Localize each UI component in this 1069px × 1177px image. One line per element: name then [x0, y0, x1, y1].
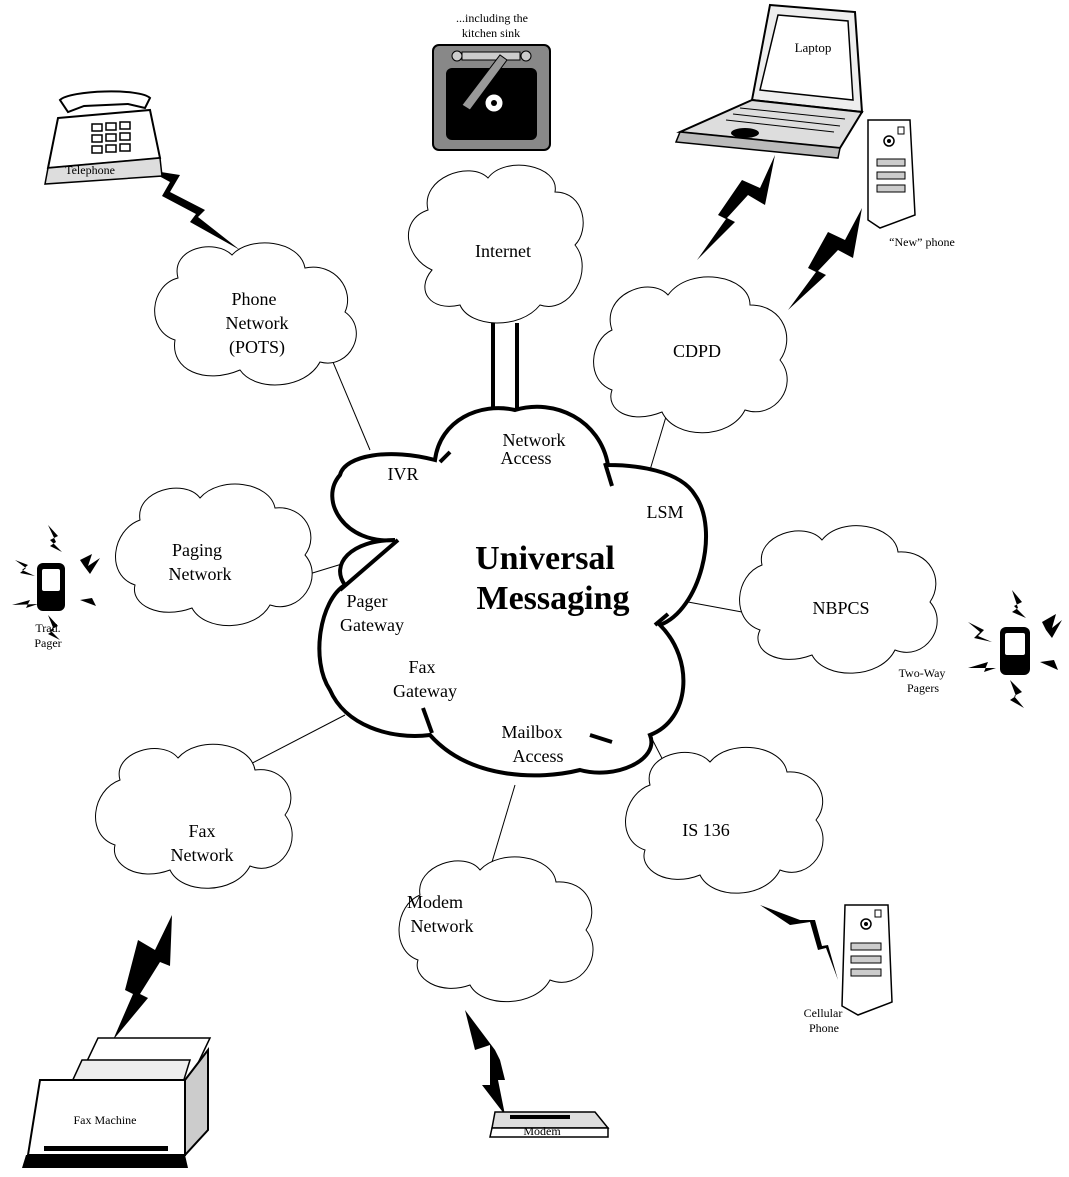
trad-pager-label-2: Pager [34, 636, 61, 650]
cellular-label-1: Cellular [804, 1006, 843, 1020]
fax-machine-label: Fax Machine [74, 1113, 137, 1127]
bolt-new-phone [788, 208, 862, 310]
internet-cloud [408, 164, 584, 324]
trad-pager-label-1: Trad. [35, 621, 60, 635]
ivr-label: IVR [388, 464, 419, 484]
link-modem-network [491, 784, 516, 863]
cellular-phone-icon [841, 904, 893, 1016]
link-phone-network [329, 354, 371, 451]
two-way-pager-icon [968, 590, 1062, 708]
new-phone-icon [867, 119, 916, 229]
bolt-fax-machine [113, 915, 172, 1040]
network-labels: Internet Phone Network (POTS) CDPD Pagin… [169, 241, 870, 936]
is136-cloud [625, 746, 824, 894]
universal-messaging-cloud [317, 404, 709, 778]
cellular-label-2: Phone [809, 1021, 839, 1035]
paging-network-cloud [115, 483, 313, 627]
gateway-dividers [338, 450, 670, 744]
traditional-pager-icon [12, 525, 100, 640]
new-phone-label: “New” phone [889, 235, 955, 249]
paging-network-label-2: Network [169, 564, 232, 584]
link-fax-network [234, 714, 346, 773]
telephone-label: Telephone [65, 163, 115, 177]
fax-network-label-2: Network [171, 845, 234, 865]
fax-network-cloud [95, 743, 293, 889]
laptop-label: Laptop [795, 40, 832, 55]
fax-network-label-1: Fax [189, 821, 216, 841]
modem-icon [489, 1111, 610, 1138]
bolt-modem [465, 1010, 505, 1115]
telephone-icon [44, 90, 163, 185]
cdpd-cloud [593, 276, 788, 434]
network-access-label-1: Network [503, 430, 566, 450]
nbpcs-cloud [739, 525, 938, 674]
link-nbpcs [687, 601, 743, 613]
fax-machine-icon [22, 1037, 212, 1168]
is136-label: IS 136 [682, 820, 730, 840]
nbpcs-label: NBPCS [812, 598, 869, 618]
modem-network-label-2: Network [411, 916, 474, 936]
phone-network-label-2: Network [226, 313, 289, 333]
cdpd-label: CDPD [673, 341, 721, 361]
center-title-line2: Messaging [477, 580, 630, 617]
sink-label-2: kitchen sink [462, 26, 520, 40]
bolt-cellular [760, 905, 838, 980]
modem-label: Modem [523, 1124, 561, 1138]
mailbox-access-label-2: Access [513, 746, 564, 766]
lsm-label: LSM [646, 502, 683, 522]
fax-gateway-label-2: Gateway [393, 681, 457, 701]
phone-network-label-1: Phone [232, 289, 277, 309]
device-labels: ...including the kitchen sink Laptop Tel… [34, 11, 954, 1138]
phone-network-cloud [154, 242, 357, 386]
network-access-label-2: Access [501, 448, 552, 468]
phone-network-label-3: (POTS) [229, 337, 285, 358]
lightning-bolts [113, 155, 862, 1115]
sink-label-1: ...including the [456, 11, 528, 25]
center-labels: Universal Messaging IVR Network Access L… [340, 430, 683, 766]
internet-label: Internet [475, 241, 531, 261]
laptop-icon [674, 3, 864, 159]
mailbox-access-label-1: Mailbox [502, 722, 563, 742]
two-way-pager-label-1: Two-Way [899, 666, 946, 680]
paging-network-label-1: Paging [172, 540, 222, 560]
bolt-telephone [148, 170, 240, 250]
fax-gateway-label-1: Fax [409, 657, 436, 677]
internet-pipe [491, 323, 519, 414]
pager-gateway-label-1: Pager [347, 591, 388, 611]
bolt-laptop [697, 155, 775, 260]
center-title-line1: Universal [475, 540, 615, 577]
modem-network-label-1: Modem [407, 892, 463, 912]
pager-gateway-label-2: Gateway [340, 615, 404, 635]
kitchen-sink-icon [432, 44, 551, 151]
modem-network-cloud [398, 856, 594, 1003]
two-way-pager-label-2: Pagers [907, 681, 939, 695]
link-cdpd [649, 409, 669, 471]
